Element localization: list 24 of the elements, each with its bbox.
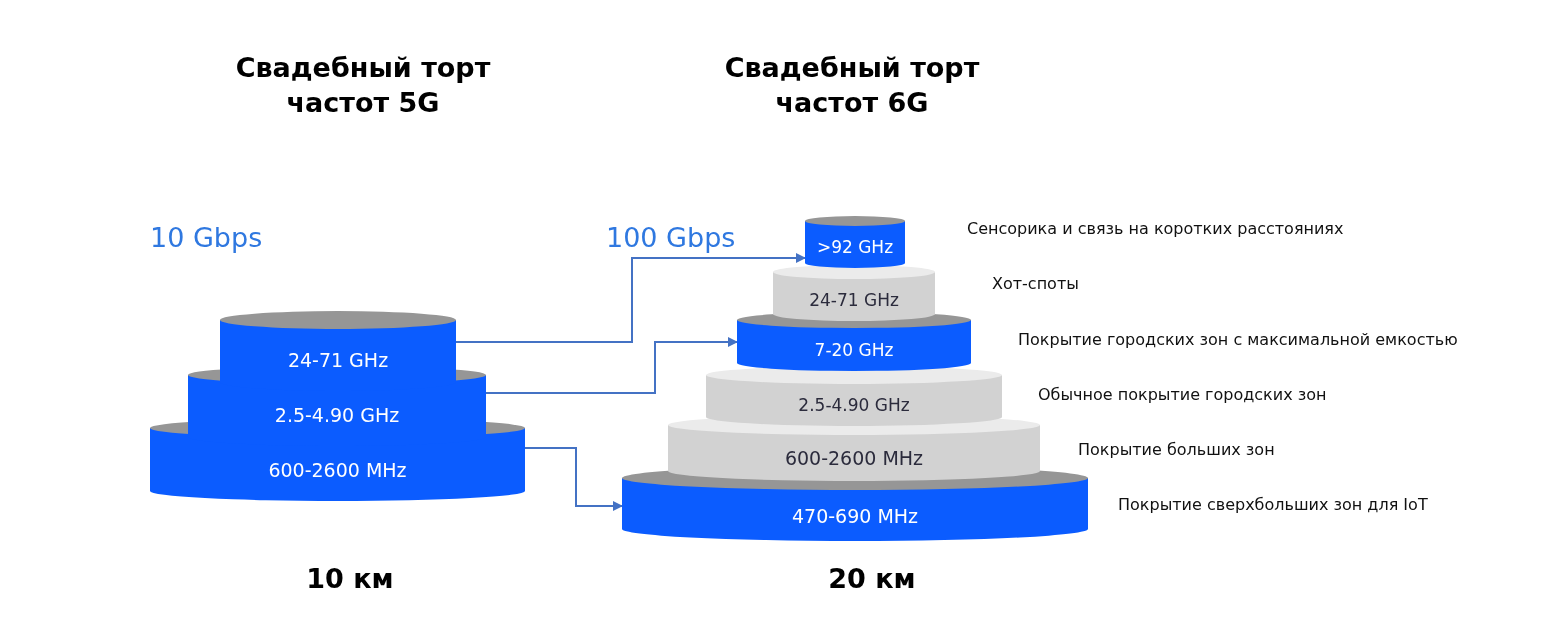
column-heading: Свадебный торт частот 5G (234, 51, 492, 121)
range-label: 20 км (827, 563, 917, 594)
tier-description: Покрытие больших зон (1078, 440, 1276, 459)
frequency-label: 24-71 GHz (287, 348, 389, 371)
frequency-label: 7-20 GHz (814, 338, 894, 360)
tier-description: Покрытие сверхбольших зон для IoT (1118, 495, 1429, 514)
connector-arrow (455, 253, 806, 343)
data-rate-label: 100 Gbps (606, 222, 737, 253)
tier-description: Хот-споты (992, 274, 1080, 293)
frequency-label: 600-2600 MHz (784, 446, 924, 469)
tier-description: Покрытие городских зон с максимальной емкостью (1018, 330, 1459, 349)
frequency-label: 2.5-4.90 GHz (798, 394, 910, 415)
range-label: 10 км (305, 563, 395, 594)
frequency-label: 2.5-4.90 GHz (274, 403, 400, 426)
column-heading: Свадебный торт частот 6G (723, 51, 981, 121)
frequency-label: >92 GHz (816, 236, 894, 257)
connector-arrow (524, 447, 623, 511)
tier-description: Обычное покрытие городских зон (1038, 385, 1328, 404)
frequency-label: 600-2600 MHz (268, 457, 407, 481)
tier-description: Сенсорика и связь на коротких расстояниях (967, 219, 1345, 238)
connector-arrow (485, 337, 738, 394)
data-rate-label: 10 Gbps (150, 222, 264, 253)
frequency-label: 24-71 GHz (809, 289, 899, 310)
frequency-label: 470-690 MHz (791, 503, 919, 527)
